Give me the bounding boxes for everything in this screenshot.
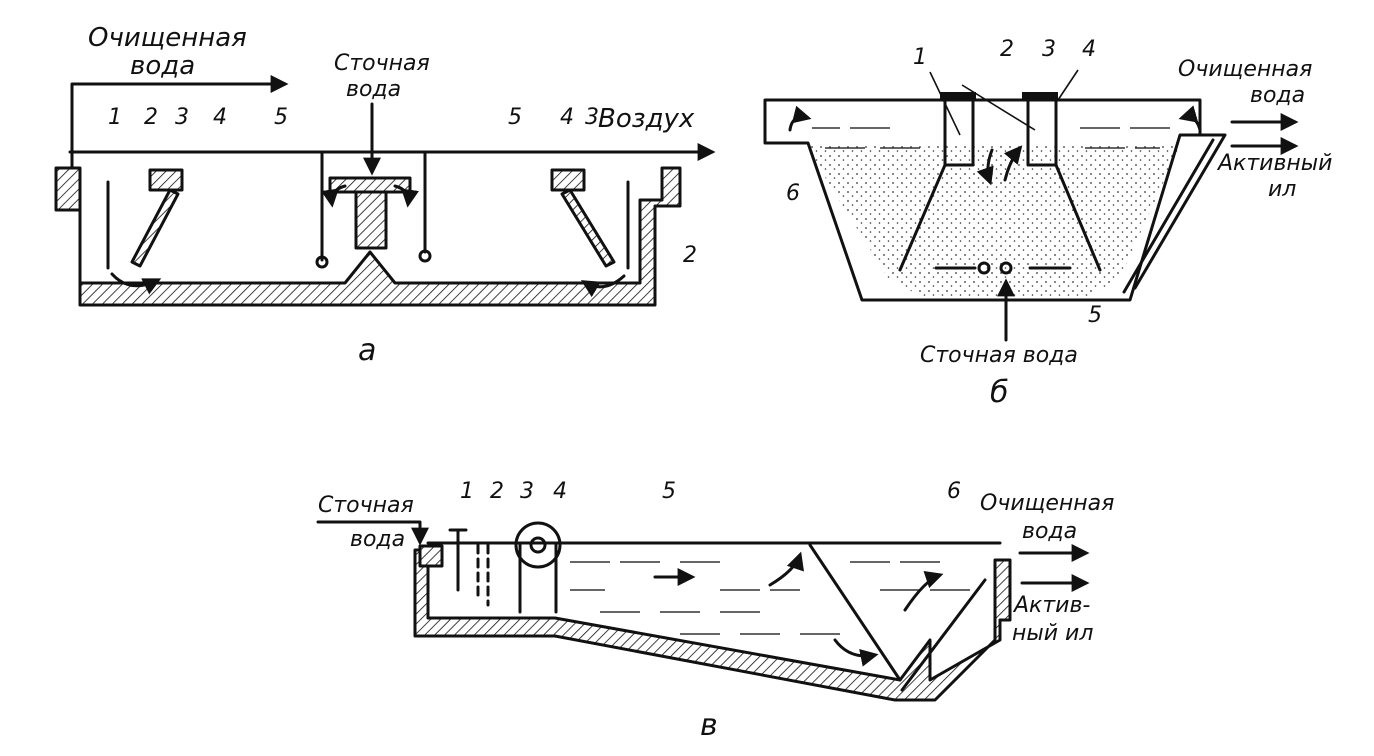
flow-arrow-c3 [903,571,944,612]
left-cap [940,92,976,100]
leader-1b [929,71,961,136]
number-b-4: 4 [1082,37,1096,62]
number-c-4: 4 [553,479,567,504]
figure-c-aerotank-settler: Сточная вода 1 2 3 4 5 [316,479,1114,743]
settler-baffle-c [808,543,902,682]
number-2: 2 [144,105,158,130]
flow-arrow-c4 [833,638,879,667]
left-cone-wall [898,163,947,272]
flow-arrow-center-left [321,184,347,208]
number-c-5: 5 [662,479,676,504]
label-b-treated-water-line2: вода [1250,83,1305,108]
circulation-arrow-left [110,272,162,295]
tank-a-body [54,166,682,307]
label-c-active-sludge-line1: Актив- [1012,593,1090,618]
number-3b: 3 [585,105,599,130]
tank-c-body [413,548,1012,702]
right-air-channel [550,168,586,192]
label-b-active-sludge-line2: ил [1268,177,1296,202]
number-b-2: 2 [1000,37,1014,62]
flow-arrow-center-right [393,184,419,208]
treated-water-outlet-arrow [70,75,289,174]
water-lines-c [570,561,970,635]
number-b-1: 1 [913,45,927,70]
sludge-outlet-inner [1122,138,1215,294]
leader-1a [961,84,1036,131]
number-b-6: 6 [786,181,800,206]
sublabel-c: в [700,708,718,743]
inlet-trough-c [418,544,444,568]
number-c-1: 1 [460,479,474,504]
number-4b: 4 [560,105,574,130]
water-lines-b [812,127,1170,149]
overflow-arrow-right [1178,105,1202,132]
left-air-channel [148,168,184,192]
flow-arrow-c2 [768,551,804,587]
figure-b-aerotank-settler: 1 2 3 4 5 6 Очищенная вода Активный ил С… [763,37,1332,410]
overflow-arrow-left [788,105,812,132]
label-b-treated-water-line1: Очищенная [1178,57,1312,82]
label-waste-water-line2: вода [346,77,401,102]
number-c-2: 2 [490,479,504,504]
number-b-3: 3 [1042,37,1056,62]
label-waste-water-line1: Сточная [334,51,430,76]
right-baffle-filter [560,188,616,268]
number-c-3: 3 [520,479,534,504]
waste-water-inlet-c [316,520,429,546]
settled-sludge-fill [808,143,1178,296]
sludge-pipe-c [900,578,987,692]
label-treated-water-line2: вода [130,51,195,81]
aerator-hub-c [529,536,547,554]
flow-arrow-b-right [1003,145,1023,182]
flow-arrow-b-left [976,148,994,186]
aerator-b-right [999,261,1013,275]
label-c-treated-water-line2: вода [1022,519,1077,544]
right-cap [1022,92,1058,100]
label-c-waste-water-line2: вода [350,527,405,552]
label-c-treated-water-line1: Очищенная [980,491,1114,516]
label-b-waste-water: Сточная вода [920,343,1078,368]
leader-4 [1057,69,1079,101]
central-distribution-trough [328,176,412,194]
number-5: 5 [274,105,288,130]
tank-b-body [763,98,1202,302]
label-air: Воздух [598,104,695,134]
right-cone-wall [1054,163,1102,272]
label-treated-water-line1: Очищенная [88,23,247,53]
label-c-waste-water-line1: Сточная [318,493,414,518]
figure-a-aerotank: Очищенная вода Сточная вода Воздух 1 2 3… [54,23,716,368]
sublabel-b: б [990,375,1009,410]
number-3: 3 [175,105,189,130]
number-b-5: 5 [1088,303,1102,328]
sublabel-a: а [358,333,376,368]
left-baffle-filter [130,188,180,268]
aerator-left [315,255,329,269]
label-b-active-sludge-line1: Активный [1216,151,1332,176]
label-c-active-sludge-line2: ный ил [1012,621,1093,646]
circulation-arrow-right [580,274,626,298]
central-channel-support [354,186,388,250]
number-5b: 5 [508,105,522,130]
aerator-wheel-c [514,521,562,569]
aerator-b-left [977,261,991,275]
number-c-6: 6 [947,479,961,504]
number-2b: 2 [683,243,697,268]
sludge-outlet-wall [1133,133,1227,290]
aerator-right [418,249,432,263]
number-1: 1 [108,105,122,130]
number-4: 4 [213,105,227,130]
